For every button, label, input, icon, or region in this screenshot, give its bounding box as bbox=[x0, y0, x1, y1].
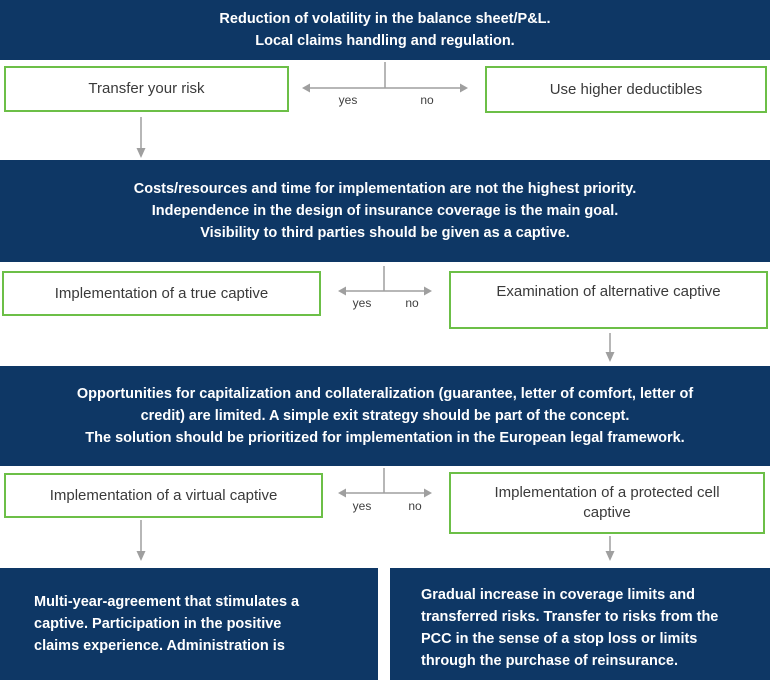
banner-line: Reduction of volatility in the balance s… bbox=[219, 11, 551, 27]
outcome-line: Multi-year-agreement that stimulates a bbox=[34, 594, 300, 610]
banner-line: The solution should be prioritized for i… bbox=[85, 430, 685, 446]
outcome-line: PCC in the sense of a stop loss or limit… bbox=[421, 631, 698, 647]
no-label: no bbox=[405, 296, 419, 310]
decision-box-true-captive: Implementation of a true captive bbox=[2, 271, 321, 316]
decision-box-virtual-captive: Implementation of a virtual captive bbox=[4, 473, 323, 518]
decision-box-alternative-captive: Examination of alternative captive bbox=[449, 271, 768, 329]
down-arrow-icon bbox=[136, 520, 146, 561]
goal-banner-capitalization: Opportunities for capitalization and col… bbox=[0, 366, 770, 466]
no-label: no bbox=[408, 499, 422, 513]
decision-box-use-higher-deductibles: Use higher deductibles bbox=[485, 66, 767, 113]
banner-line: Independence in the design of insurance … bbox=[151, 203, 619, 219]
outcome-line: captive. Participation in the positive bbox=[34, 616, 282, 632]
yes-no-arrow-icon bbox=[338, 266, 432, 296]
down-arrow-icon bbox=[605, 333, 615, 362]
yes-label: yes bbox=[338, 93, 358, 107]
decision-box-label: Examination of alternative captive bbox=[496, 283, 721, 300]
banner-line: credit) are limited. A simple exit strat… bbox=[140, 408, 630, 424]
decision-box-label: Use higher deductibles bbox=[549, 80, 703, 98]
outcome-line: through the purchase of reinsurance. bbox=[421, 653, 679, 669]
decision-box-protected-cell-captive: Implementation of a protected cell capti… bbox=[449, 472, 765, 534]
goal-banner-independence: Costs/resources and time for implementat… bbox=[0, 160, 770, 262]
decision-box-label: Implementation of a protected cell capti… bbox=[494, 484, 720, 521]
outcome-line: Gradual increase in coverage limits and bbox=[421, 587, 695, 603]
no-label: no bbox=[420, 93, 434, 107]
yes-label: yes bbox=[352, 499, 372, 513]
yes-no-arrow-icon bbox=[338, 468, 432, 498]
decision-box-label: Transfer your risk bbox=[88, 80, 205, 97]
down-arrow-icon bbox=[605, 536, 615, 561]
outcome-line: transferred risks. Transfer to risks fro… bbox=[421, 609, 719, 625]
outcome-line: claims experience. Administration is bbox=[34, 638, 285, 654]
decision-box-label: Implementation of a virtual captive bbox=[49, 486, 278, 504]
yes-label: yes bbox=[352, 296, 372, 310]
banner-line: Opportunities for capitalization and col… bbox=[76, 386, 694, 402]
banner-line: Costs/resources and time for implementat… bbox=[133, 181, 637, 197]
banner-line: Local claims handling and regulation. bbox=[255, 33, 515, 49]
down-arrow-icon bbox=[136, 117, 146, 158]
decision-box-transfer-your-risk: Transfer your risk bbox=[4, 66, 289, 112]
banner-line: Visibility to third parties should be gi… bbox=[200, 225, 570, 241]
outcome-box-protected-cell-captive: Gradual increase in coverage limits and … bbox=[390, 568, 770, 680]
decision-box-label: Implementation of a true captive bbox=[54, 284, 269, 302]
goal-banner-volatility: Reduction of volatility in the balance s… bbox=[0, 0, 770, 60]
yes-no-arrow-icon bbox=[302, 62, 468, 93]
outcome-box-virtual-captive: Multi-year-agreement that stimulates a c… bbox=[0, 568, 378, 680]
